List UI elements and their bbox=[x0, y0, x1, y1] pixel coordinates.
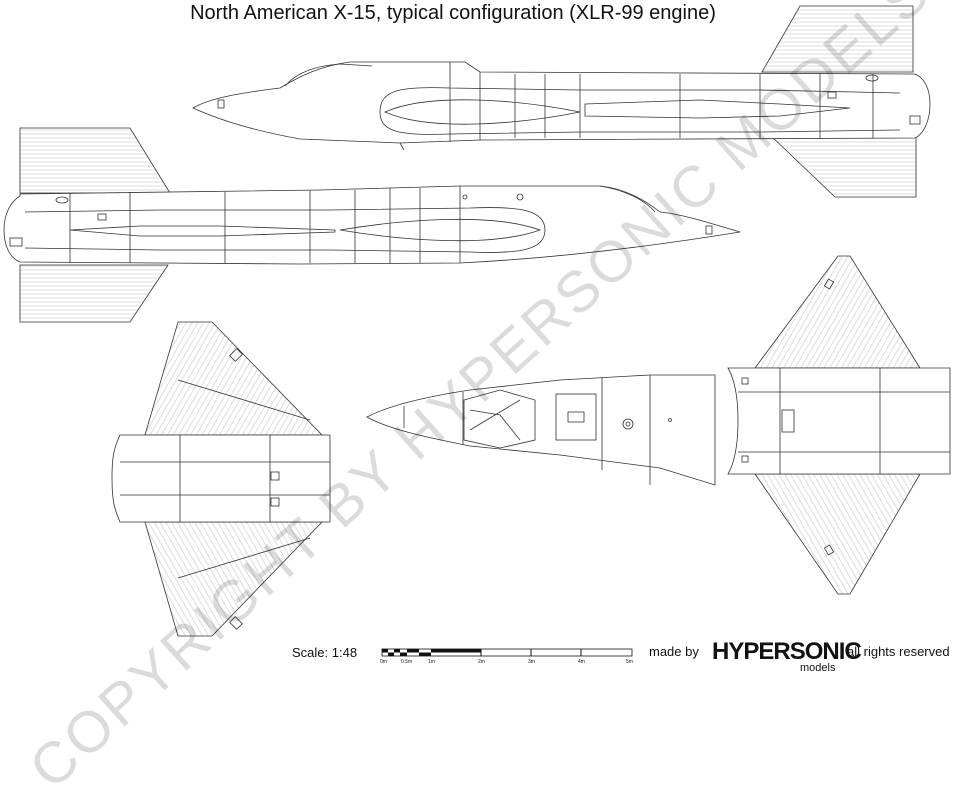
scale-label: Scale: 1:48 bbox=[292, 645, 358, 660]
blueprint-drawing: 0m 0.5m 1m 2m 3m 4m 5m bbox=[3, 5, 951, 665]
scale-tick: 5m bbox=[626, 659, 633, 665]
made-by-label: made by bbox=[649, 644, 699, 659]
plan-view-wings bbox=[111, 321, 331, 637]
brand-logo: HYPERSONIC bbox=[712, 638, 862, 665]
scale-tick: 0m bbox=[380, 659, 387, 665]
rights-notice: all rights reserved bbox=[847, 644, 950, 659]
plan-view-fuselage bbox=[366, 374, 716, 486]
scale-bar: 0m 0.5m 1m 2m 3m 4m 5m bbox=[380, 648, 633, 665]
scale-tick: 4m bbox=[578, 659, 585, 665]
side-view-upper bbox=[192, 5, 931, 198]
scale-tick: 3m bbox=[528, 659, 535, 665]
side-view-lower bbox=[3, 127, 741, 323]
brand-subtitle: models bbox=[800, 662, 836, 674]
scale-tick: 1m bbox=[428, 659, 435, 665]
drawing-title: North American X-15, typical configurati… bbox=[190, 2, 716, 24]
bottom-view-wings bbox=[727, 255, 951, 595]
scale-tick: 2m bbox=[478, 659, 485, 665]
scale-tick: 0.5m bbox=[401, 659, 412, 665]
